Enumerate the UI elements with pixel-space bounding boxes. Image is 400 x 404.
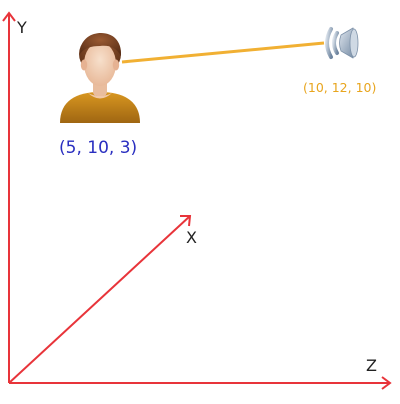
sensor-coordinates-label: (10, 12, 10) (303, 80, 376, 95)
z-axis-arrowhead (381, 376, 392, 390)
wireless-signal-icon (325, 27, 359, 59)
person-coordinates-label: (5, 10, 3) (59, 138, 137, 158)
person-icon (60, 33, 140, 123)
x-axis-arrowhead (180, 215, 192, 227)
x-axis-label: X (186, 228, 197, 247)
z-axis-label: Z (366, 356, 377, 375)
y-axis-label: Y (16, 18, 27, 37)
axes: Y X Z (2, 11, 392, 390)
x-axis-line (8, 215, 191, 384)
connection-line (121, 41, 325, 64)
y-axis-arrowhead (2, 11, 16, 22)
